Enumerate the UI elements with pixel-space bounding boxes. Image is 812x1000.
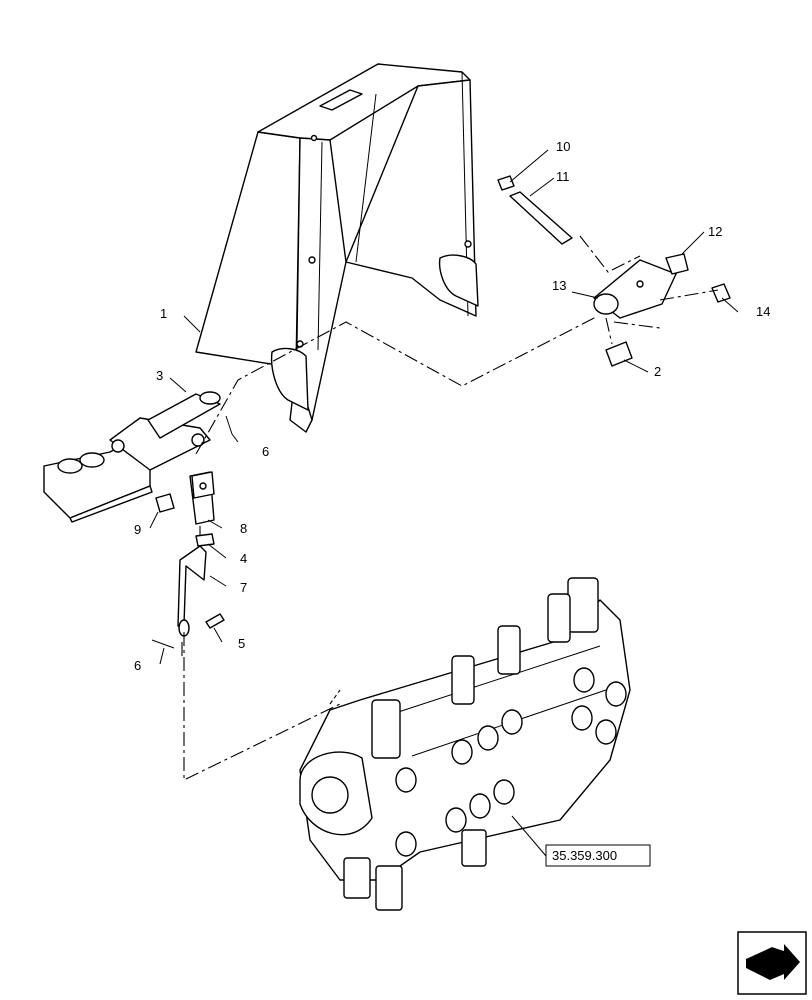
mount-parts	[593, 253, 731, 367]
callout-1: 1	[160, 306, 167, 321]
callout-10: 10	[556, 139, 570, 154]
callout-3: 3	[156, 368, 163, 383]
callout-4: 4	[240, 551, 247, 566]
lever-assembly	[43, 391, 221, 523]
linkage-parts	[151, 415, 233, 649]
control-valve	[299, 577, 631, 911]
callout-13: 13	[552, 278, 566, 293]
reference-box[interactable]	[545, 844, 651, 867]
callout-5: 5	[238, 636, 245, 651]
callout-6-upper: 6	[262, 444, 269, 459]
callout-11: 11	[556, 169, 570, 184]
callout-9: 9	[134, 522, 141, 537]
reference-link[interactable]: 35.359.300	[545, 844, 651, 867]
next-page-arrow-icon[interactable]	[737, 931, 807, 995]
callout-12: 12	[708, 224, 722, 239]
upper-pin-parts	[497, 175, 573, 245]
bracket-panel	[195, 63, 479, 433]
callout-2: 2	[654, 364, 661, 379]
leader-lines	[149, 149, 739, 857]
callout-6-lower: 6	[134, 658, 141, 673]
reference-label[interactable]: 35.359.300	[552, 848, 617, 863]
callout-7: 7	[240, 580, 247, 595]
assembly-lines	[181, 235, 719, 781]
callout-8: 8	[240, 521, 247, 536]
callout-14: 14	[756, 304, 770, 319]
callout-labels: 1 2 3 4 5 6 6 7 8 9 10 11 12 13 14	[134, 139, 770, 673]
